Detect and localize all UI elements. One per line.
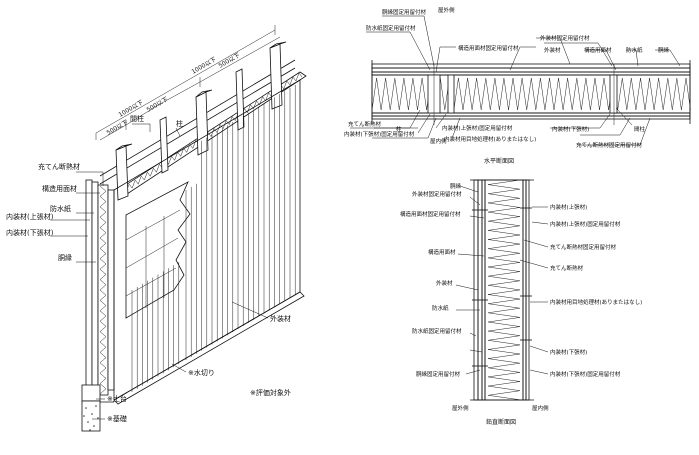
aggregate-dot [87,421,89,423]
label-inner-upper: 内装材(上張材) [6,212,54,221]
aggregate-dot [93,425,95,427]
section-label-waterproof-sheet: 防水紙 [432,304,449,312]
perspective-leaders [50,123,269,420]
plan-label-waterproof-fixing: 防水紙固定用留付材 [366,24,416,32]
section-insulation-zigzag [487,179,521,401]
plan-label-waterproof-sheet: 防水紙 [626,46,643,54]
label-foundation: ※基礎 [107,414,127,423]
section-label-structural-fixing: 構造用面材固定用留付材 [400,210,461,218]
edge-insulation-zigzag [99,185,107,395]
dim-500-b: 500以下 [146,96,170,114]
section-label-lath: 胴縁 [450,182,462,190]
vertical-section: 胴縁 外装材固定用留付材 構造用面材固定用留付材 構造用面材 外装材 防水紙 防… [400,179,642,426]
plan-label-exterior: 外装材 [544,46,561,54]
plan-label-exterior-fixing: 外装材固定用留付材 [540,34,590,42]
section-label-lath-fixing: 胴縁固定用留付材 [416,370,461,378]
plan-label-pillar: 柱 [396,125,402,133]
plan-label-insulation: 充てん断熱材 [348,120,382,128]
section-label-inner-upper: 内装材(上張材) [550,203,587,211]
label-lath: 胴縁 [58,253,72,262]
perspective-view: 1000以下 1000以下 500以下 500以下 500以下 [6,25,307,432]
aggregate-dot [83,415,85,417]
aggregate-dot [97,417,99,419]
plan-label-inner-upper-fixing: 内装材(上張材)固定用留付材 [442,124,513,132]
plan-label-inner-joint: 内装材用目地処理材(ありまたはなし) [444,135,536,143]
section-label-indoor: 屋内側 [532,404,549,412]
section-label-exterior-fixing: 外装材固定用留付材 [412,190,462,198]
horizontal-section: 屋外側 胴縁固定用留付材 防水紙固定用留付材 構造用面材固定用留付材 外装材固定… [344,6,691,165]
plan-caption: 水平断面図 [484,157,514,165]
aggregate-dot [91,413,93,415]
label-pillar: 柱 [176,119,183,128]
dim-500-a: 500以下 [106,119,130,137]
label-not-evaluated: ※評価対象外 [250,388,291,397]
section-caption: 鉛直断面図 [486,418,516,426]
plan-label-indoor: 屋内側 [430,137,447,145]
label-exterior: 外装材 [270,314,291,323]
vertical-leaders [455,185,549,375]
plan-label-lath-fixing: 胴縁固定用留付材 [382,8,427,16]
aggregate-dot [95,405,97,407]
dim-1000-right: 1000以下 [191,56,218,76]
plan-label-structural-fixing: 構造用面材固定用留付材 [458,44,519,52]
vertical-fixings [472,207,532,367]
aggregate-dot [89,429,91,431]
section-label-insulation-fixing: 充てん断熱材固定用留付材 [550,243,617,251]
label-structural-board: 構造用面材 [42,184,77,193]
bottom-flashing [86,291,305,405]
dimension-lines: 1000以下 1000以下 500以下 500以下 500以下 [95,25,281,141]
plan-label-structural-board: 構造用面材 [584,46,612,54]
plan-label-outdoor: 屋外側 [438,6,455,14]
label-insulation: 充てん断熱材 [38,162,80,171]
section-label-inner-lower-fixing: 内装材(下張材)固定用留付材 [550,370,621,378]
section-label-inner-lower: 内装材(下張材) [550,348,587,356]
wall-edge-layers [85,179,115,403]
section-label-insulation: 充てん断熱材 [550,264,584,272]
plan-label-insulation-fixing: 充てん断熱材固定用留付材 [576,141,643,149]
section-label-outdoor: 屋外側 [452,404,469,412]
section-label-inner-upper-fixing: 内装材(上張材)固定用留付材 [550,220,621,228]
label-waterproof-sheet: 防水紙 [50,204,71,213]
label-flashing: ※水切り [188,368,215,377]
section-label-structural-board: 構造用面材 [428,248,456,256]
label-sill: ※土台 [107,394,127,403]
exterior-cladding [131,84,296,392]
section-label-waterproof-fixing: 防水紙固定用留付材 [412,327,462,335]
section-label-inner-joint: 内装材用目地処理材(ありまたはなし) [550,298,642,306]
plan-stud [609,74,618,114]
label-stud: 間柱 [130,114,144,123]
label-inner-lower: 内装材(下張材) [6,228,54,237]
plan-label-lath: 胴縁 [658,46,670,54]
plan-label-inner-lower-fixing: 内装材(下張材)固定用留付材 [344,130,415,138]
section-label-exterior: 外装材 [436,279,453,287]
sill-foundation [81,384,101,432]
plan-label-stud: 間柱 [634,125,646,133]
plan-insulation-zigzag [371,77,691,111]
plan-label-inner-lower: 内装材(下張材) [552,125,589,133]
plan-leaders [350,15,681,146]
aggregate-dot [85,407,87,409]
